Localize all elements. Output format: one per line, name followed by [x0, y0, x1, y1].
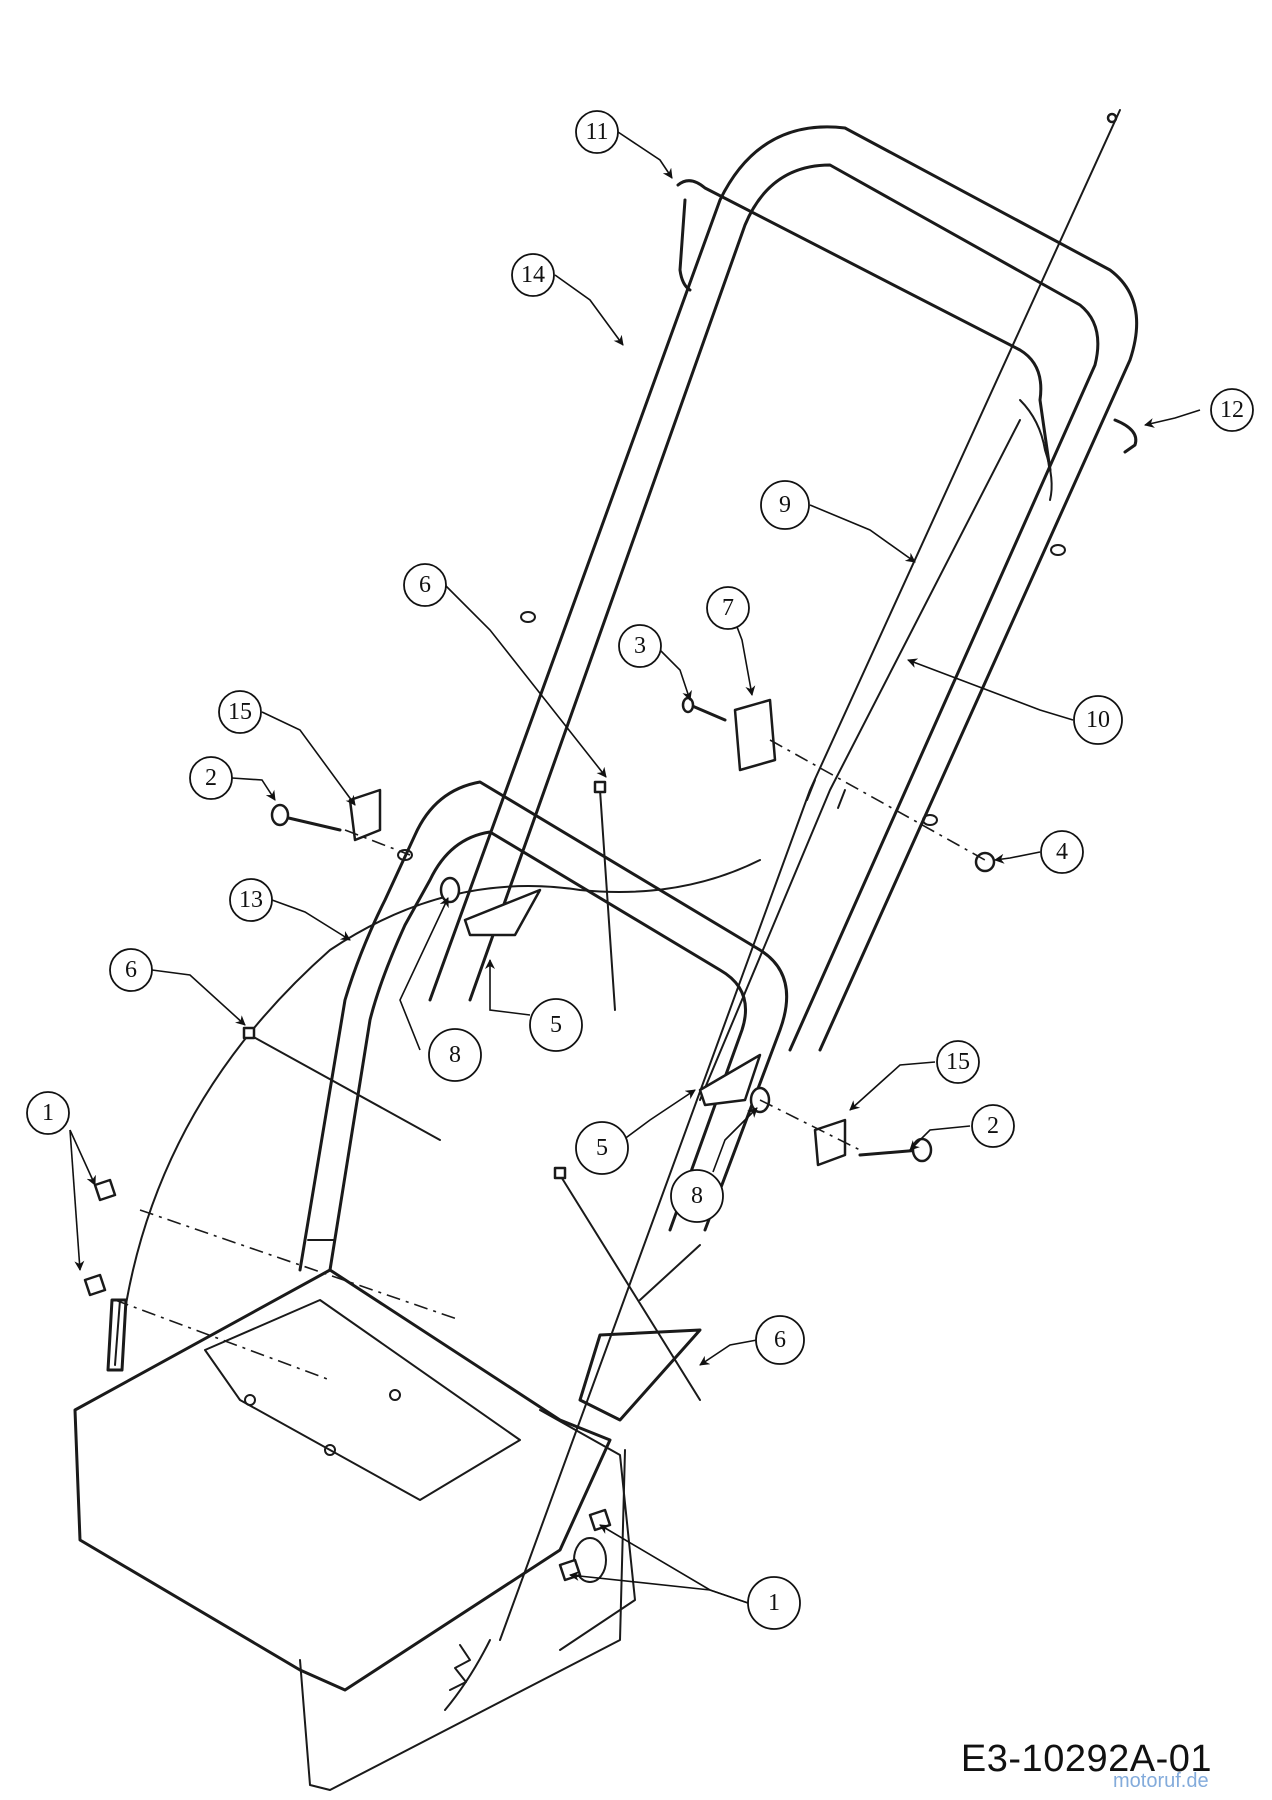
leader-lines: [69, 131, 1201, 1604]
svg-text:4: 4: [1056, 839, 1068, 865]
svg-text:13: 13: [239, 887, 263, 913]
callouts: 11 14 12 9 6 7 3 10: [26, 110, 1254, 1630]
svg-text:3: 3: [634, 633, 646, 659]
callout-8-left: 8: [428, 1028, 482, 1082]
callout-1-bottom: 1: [747, 1576, 801, 1630]
callout-3: 3: [618, 624, 662, 668]
hardware: [83, 696, 996, 1582]
callout-5-right: 5: [575, 1121, 629, 1175]
callout-11: 11: [575, 110, 619, 154]
base-frame: [73, 1268, 636, 1791]
callout-1-left: 1: [26, 1091, 70, 1135]
svg-text:12: 12: [1220, 397, 1244, 423]
svg-text:6: 6: [125, 957, 137, 983]
callout-2-right: 2: [971, 1104, 1015, 1148]
svg-text:11: 11: [585, 119, 608, 145]
callout-5-left: 5: [529, 998, 583, 1052]
lower-handle: [298, 780, 938, 1422]
svg-text:6: 6: [774, 1327, 786, 1353]
callout-8-right: 8: [670, 1169, 724, 1223]
svg-text:2: 2: [987, 1113, 999, 1139]
svg-text:1: 1: [42, 1100, 54, 1126]
svg-text:5: 5: [596, 1135, 608, 1161]
callout-6-bottom: 6: [755, 1315, 805, 1365]
callout-13: 13: [229, 878, 273, 922]
svg-text:14: 14: [521, 262, 545, 288]
drawing-code: E3-10292A-01: [960, 1738, 1212, 1780]
svg-text:8: 8: [691, 1183, 703, 1209]
callout-14: 14: [511, 253, 555, 297]
callout-2-left: 2: [189, 756, 233, 800]
callout-12: 12: [1210, 388, 1254, 432]
cable-end-spring: [444, 1639, 491, 1711]
callout-4: 4: [1040, 830, 1084, 874]
cables: [499, 109, 1121, 1641]
callout-15-left: 15: [218, 690, 262, 734]
callout-10: 10: [1073, 695, 1123, 745]
callout-6-top: 6: [403, 563, 447, 607]
upper-handle: [428, 125, 1139, 1052]
assembly-lines: [114, 739, 986, 1381]
cable-ties: [242, 780, 701, 1401]
throttle-cable: [106, 859, 761, 1372]
svg-text:6: 6: [419, 572, 431, 598]
callout-15-right: 15: [936, 1040, 980, 1084]
svg-text:5: 5: [550, 1012, 562, 1038]
callout-9: 9: [760, 480, 810, 530]
callout-7: 7: [706, 586, 750, 630]
svg-text:15: 15: [946, 1049, 970, 1075]
svg-text:9: 9: [779, 492, 791, 518]
watermark-logo: motoruf.de: [1113, 1770, 1209, 1792]
callout-6-left: 6: [109, 948, 153, 992]
svg-text:1: 1: [768, 1590, 780, 1616]
svg-text:10: 10: [1086, 707, 1110, 733]
svg-text:2: 2: [205, 765, 217, 791]
svg-text:7: 7: [722, 595, 734, 621]
svg-text:15: 15: [228, 699, 252, 725]
control-bar: [676, 179, 1138, 501]
svg-text:8: 8: [449, 1042, 461, 1068]
